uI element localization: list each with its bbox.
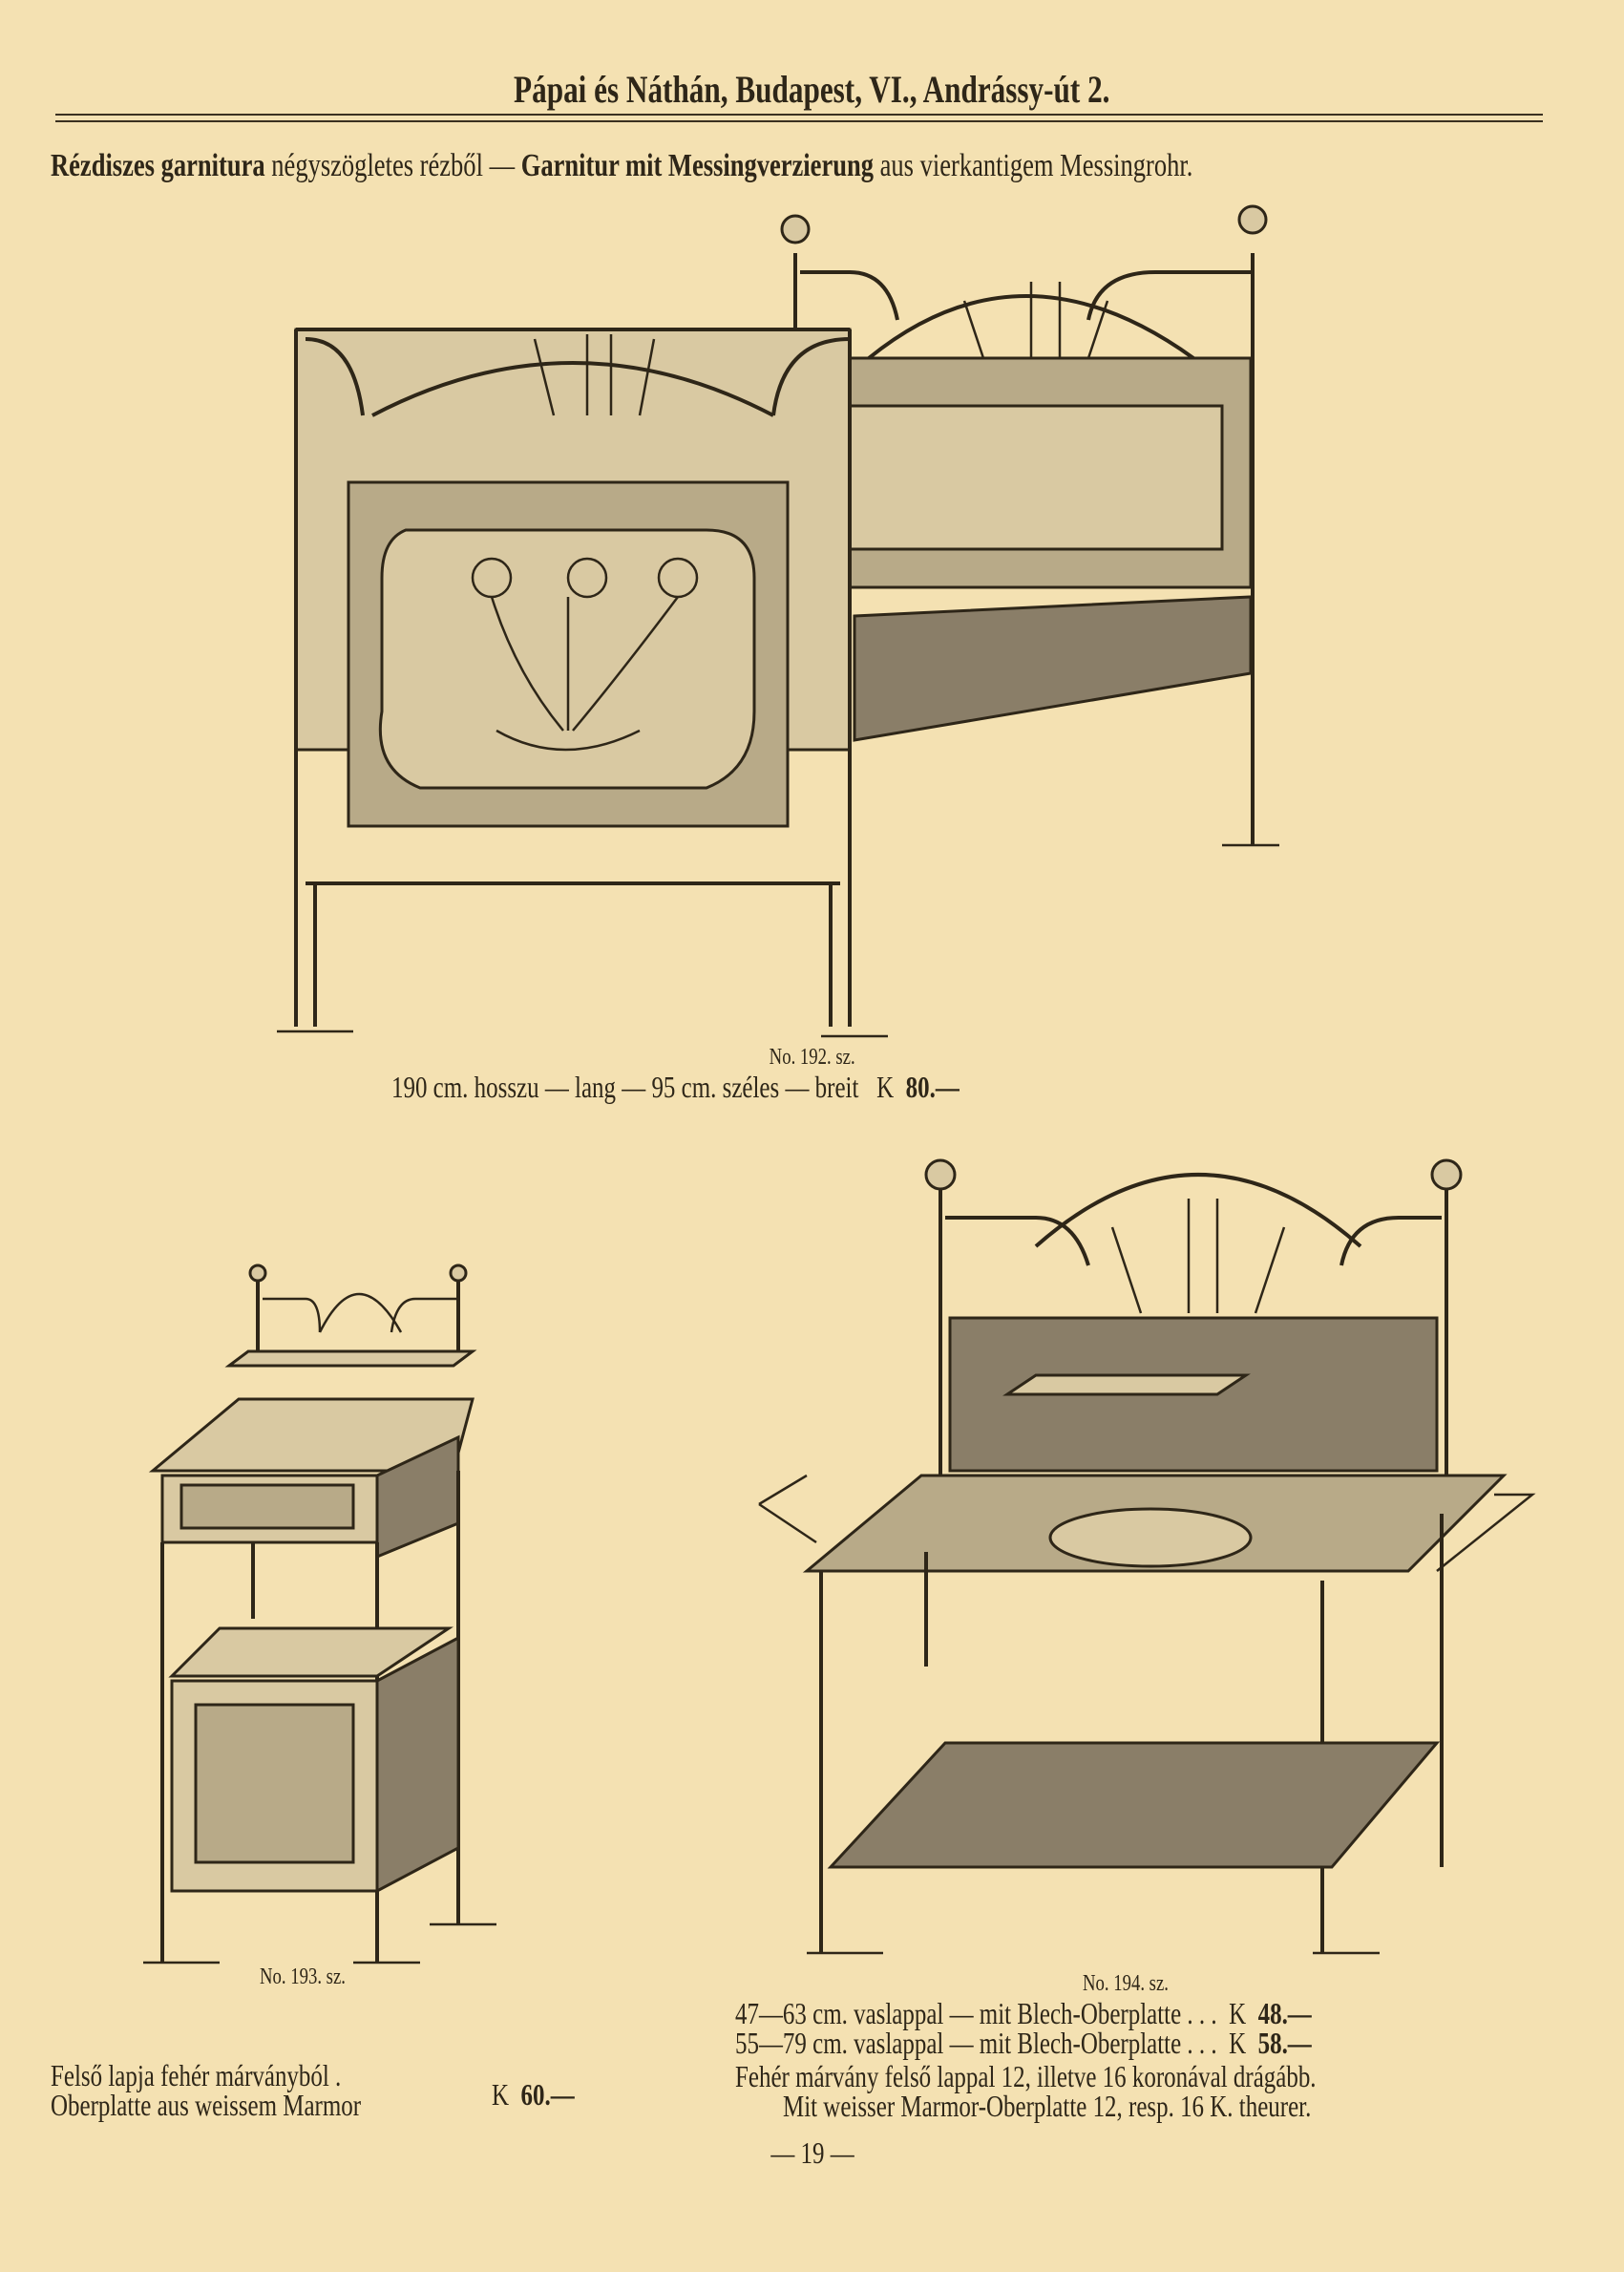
catalog-subtitle: Rézdiszes garnitura négyszögletes rézből…: [51, 148, 1193, 183]
item-194-variant: 55—79 cm. vaslappal — mit Blech-Oberplat…: [735, 2026, 1312, 2060]
item-193-price: K 60.—: [492, 2077, 575, 2112]
item-194-variant: 47—63 cm. vaslappal — mit Blech-Oberplat…: [735, 1996, 1312, 2030]
item-193-number: No. 193. sz.: [260, 1964, 346, 1989]
item-192-description: 190 cm. hosszu — lang — 95 cm. széles — …: [391, 1070, 960, 1104]
nightstand-illustration: [143, 1263, 496, 1964]
item-194-number: No. 194. sz.: [1083, 1971, 1169, 1996]
header-rule: [55, 114, 1543, 122]
item-192-number: No. 192. sz.: [769, 1045, 855, 1070]
washstand-illustration: [758, 1158, 1536, 1955]
bed-illustration: [277, 204, 1279, 1038]
item-193-description-hu: Felső lapja fehér márványból .: [51, 2058, 342, 2092]
page-title: Pápai és Náthán, Budapest, VI., Andrássy…: [514, 68, 1110, 111]
item-193-description-de: Oberplatte aus weissem Marmor: [51, 2088, 362, 2122]
item-194-note-hu: Fehér márvány felső lappal 12, illetve 1…: [735, 2059, 1317, 2093]
item-194-note-de: Mit weisser Marmor-Oberplatte 12, resp. …: [783, 2089, 1312, 2123]
page-number: — 19 —: [770, 2135, 854, 2170]
